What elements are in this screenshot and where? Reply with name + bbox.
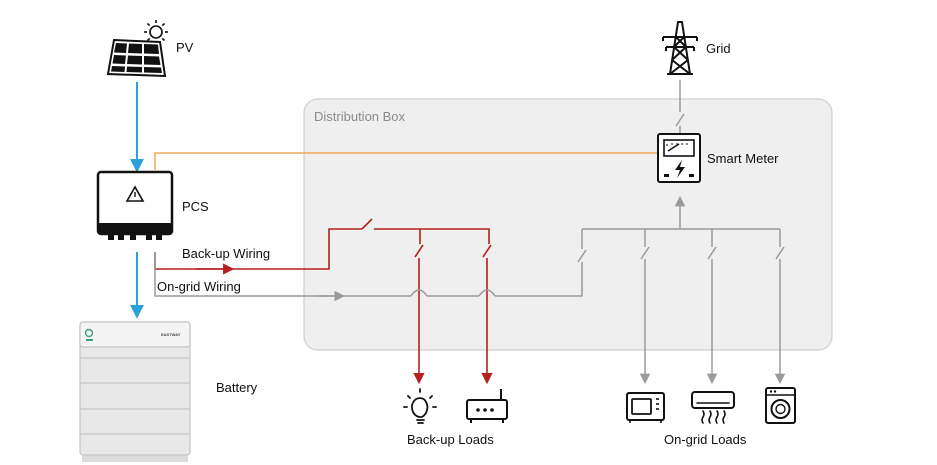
grid-label: Grid	[706, 41, 731, 56]
distribution-box-label: Distribution Box	[314, 109, 406, 124]
meter-icon	[657, 133, 701, 183]
pcs-label: PCS	[182, 199, 209, 214]
backup-main-switch	[361, 218, 373, 230]
ongrid-switch-main	[577, 249, 587, 263]
bulb-icon	[403, 388, 437, 424]
backup-wiring-label: Back-up Wiring	[182, 246, 270, 261]
solar-panel-icon	[106, 38, 167, 78]
washing-machine-icon	[765, 387, 796, 424]
battery-icon: EASTWAY	[79, 321, 191, 462]
grid-switch	[675, 113, 685, 127]
ongrid-wiring-label: On-grid Wiring	[157, 279, 241, 294]
ongrid-hop-2	[478, 289, 496, 297]
pylon-icon	[662, 21, 698, 75]
backup-switch-2	[482, 244, 492, 258]
ongrid-switch-3	[775, 246, 785, 260]
distribution-box	[303, 98, 833, 351]
ongrid-hop-1	[410, 289, 428, 297]
battery-brand: EASTWAY	[161, 332, 181, 337]
meter-comm-line	[154, 152, 657, 170]
backup-bus	[374, 228, 490, 244]
inverter-icon	[96, 170, 174, 240]
air-conditioner-icon	[691, 391, 735, 424]
sun-icon	[144, 20, 168, 44]
backup-loads-label: Back-up Loads	[407, 432, 494, 447]
ongrid-switch-1	[640, 246, 650, 260]
ongrid-switch-2	[707, 246, 717, 260]
microwave-icon	[626, 392, 665, 423]
battery-label: Battery	[216, 380, 258, 395]
ongrid-line-end	[495, 262, 583, 297]
ongrid-loads-label: On-grid Loads	[664, 432, 747, 447]
router-icon	[466, 389, 508, 423]
backup-switch-1	[414, 244, 424, 258]
smart-meter-label: Smart Meter	[707, 151, 779, 166]
pv-label: PV	[176, 40, 194, 55]
